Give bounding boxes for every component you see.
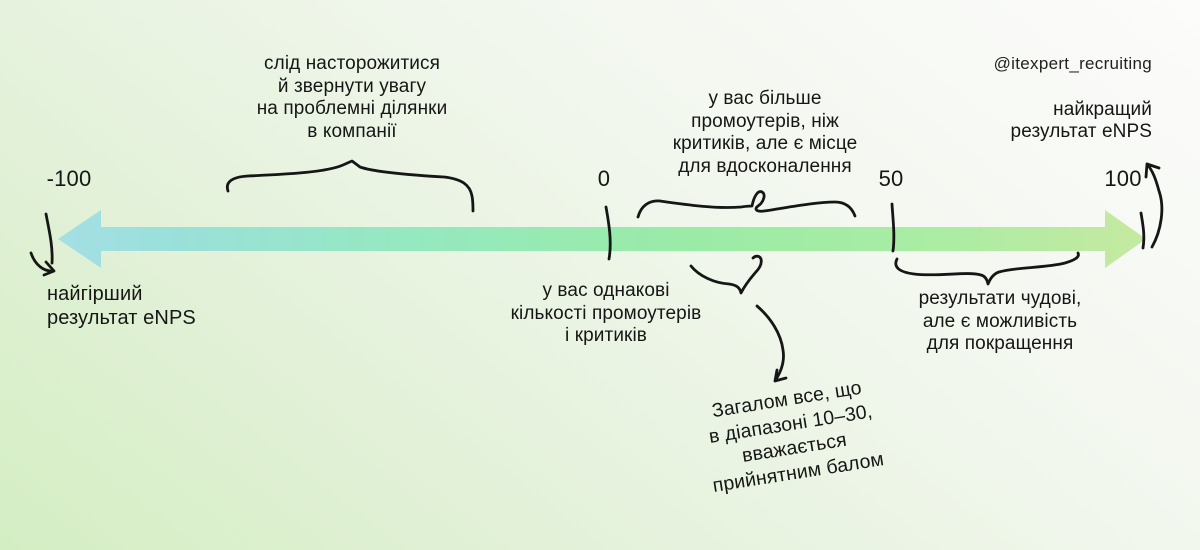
- annotation-worst-result: найгірший результат eNPS: [47, 282, 267, 331]
- annotation-equal: у вас однакові кількості промоутерів і к…: [486, 280, 726, 348]
- annotation-best-result: найкращий результат eNPS: [952, 99, 1152, 143]
- curved-arrow-up-icon: [1144, 162, 1164, 249]
- annotation-warning-line-3: на проблемні ділянки: [256, 98, 448, 120]
- annotation-great-line-2: але є можливість: [922, 310, 1078, 332]
- annotation-promoters-line-1: у вас більше: [708, 88, 822, 109]
- annotation-best-line-2: результат eNPS: [1010, 121, 1152, 143]
- annotation-warning: слід насторожитися й звернути увагу на п…: [212, 53, 492, 143]
- annotation-promoters: у вас більше промоутерів, ніж критиків, …: [630, 88, 900, 178]
- tick-zero: [604, 205, 612, 261]
- annotation-equal-line-3: і критиків: [565, 325, 647, 347]
- curved-arrow-down-left-icon: [29, 251, 56, 277]
- scale-double-arrow: [58, 210, 1146, 268]
- scale-label-fifty: 50: [878, 166, 904, 191]
- scale-label-minus-100: -100: [46, 166, 92, 191]
- annotation-great-line-3: для покращення: [926, 333, 1074, 355]
- annotation-promoters-line-3: критиків, але є місце: [672, 133, 858, 155]
- annotation-best-line-1: найкращий: [1053, 99, 1152, 120]
- annotation-worst-line-2: результат eNPS: [47, 307, 196, 330]
- curved-arrow-down-icon: [755, 304, 788, 383]
- annotation-great-line-1: результати чудові,: [918, 288, 1082, 309]
- annotation-warning-line-4: в компанії: [307, 120, 397, 142]
- tick-fifty: [890, 202, 896, 253]
- brace-range-small: [689, 254, 763, 295]
- tick-minus-100: [44, 212, 54, 265]
- brace-great: [894, 251, 1080, 286]
- scale-label-hundred: 100: [1104, 166, 1142, 191]
- squiggle-promoters: [636, 190, 857, 219]
- annotation-promoters-line-2: промоутерів, ніж: [691, 110, 839, 132]
- annotation-warning-line-2: й звернути увагу: [277, 75, 427, 97]
- annotation-warning-line-1: слід насторожитися: [264, 53, 440, 74]
- annotation-equal-line-2: кількості промоутерів: [510, 302, 702, 324]
- annotation-promoters-line-4: для вдосконалення: [678, 155, 852, 177]
- watermark-handle: @itexpert_recruiting: [993, 54, 1152, 73]
- scale-label-zero: 0: [597, 166, 611, 191]
- annotation-great: результати чудові, але є можливість для …: [890, 288, 1110, 356]
- brace-warning: [225, 159, 475, 213]
- tick-hundred: [1139, 211, 1146, 250]
- annotation-equal-line-1: у вас однакові: [542, 280, 670, 301]
- annotation-worst-line-1: найгірший: [47, 283, 143, 305]
